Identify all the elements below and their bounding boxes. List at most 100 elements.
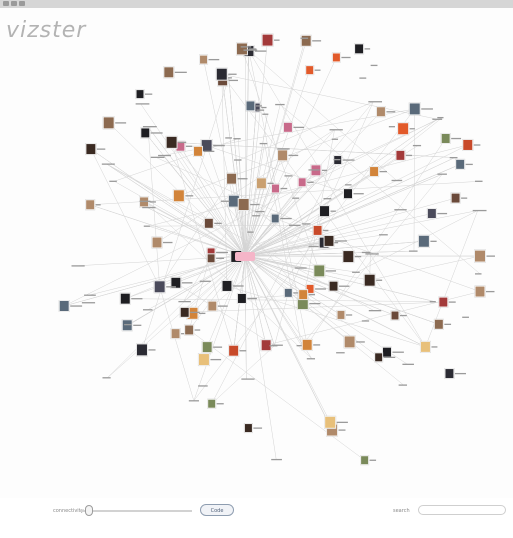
- graph-node[interactable]: [319, 205, 336, 218]
- graph-node[interactable]: [474, 249, 495, 263]
- graph-node[interactable]: [228, 344, 247, 357]
- graph-node[interactable]: [170, 276, 193, 289]
- graph-node[interactable]: [153, 280, 176, 294]
- graph-node[interactable]: [240, 46, 252, 48]
- graph-node[interactable]: [151, 236, 173, 249]
- graph-node[interactable]: [390, 310, 407, 321]
- graph-node[interactable]: [193, 145, 215, 157]
- graph-node[interactable]: [365, 253, 379, 255]
- graph-node[interactable]: [243, 423, 263, 434]
- graph-node[interactable]: [474, 285, 495, 298]
- graph-node[interactable]: [245, 100, 262, 112]
- graph-node[interactable]: [172, 189, 194, 203]
- graph-node[interactable]: [119, 292, 143, 305]
- graph-node[interactable]: [370, 64, 378, 67]
- graph-node[interactable]: [206, 253, 224, 264]
- graph-node[interactable]: [417, 234, 437, 248]
- graph-node[interactable]: [269, 345, 278, 347]
- graph-node[interactable]: [101, 163, 115, 165]
- graph-node[interactable]: [262, 113, 269, 115]
- graph-node[interactable]: [398, 384, 408, 386]
- graph-node[interactable]: [412, 144, 422, 147]
- graph-node[interactable]: [302, 223, 311, 225]
- graph-node[interactable]: [252, 215, 261, 217]
- graph-node[interactable]: [305, 65, 321, 76]
- graph-node[interactable]: [331, 138, 339, 140]
- graph-node[interactable]: [150, 156, 165, 158]
- graph-node[interactable]: [163, 66, 187, 79]
- search-input[interactable]: [418, 505, 506, 515]
- graph-node[interactable]: [360, 455, 377, 466]
- graph-node[interactable]: [277, 148, 290, 150]
- graph-node[interactable]: [426, 208, 448, 220]
- graph-node[interactable]: [297, 177, 314, 188]
- graph-node[interactable]: [352, 271, 360, 273]
- graph-node[interactable]: [261, 33, 280, 47]
- graph-node[interactable]: [143, 225, 150, 227]
- graph-node[interactable]: [220, 200, 230, 202]
- connectivity-slider-handle[interactable]: [84, 505, 93, 516]
- graph-node[interactable]: [241, 378, 255, 380]
- graph-node[interactable]: [282, 121, 304, 133]
- graph-node[interactable]: [374, 352, 396, 363]
- graph-node[interactable]: [301, 338, 321, 351]
- graph-node[interactable]: [124, 323, 132, 326]
- graph-node[interactable]: [336, 309, 353, 320]
- graph-node[interactable]: [455, 158, 473, 170]
- graph-node[interactable]: [359, 77, 367, 79]
- graph-node[interactable]: [388, 126, 395, 128]
- graph-node[interactable]: [294, 267, 307, 269]
- graph-node[interactable]: [395, 149, 413, 161]
- graph-node[interactable]: [277, 149, 299, 162]
- graph-node[interactable]: [188, 400, 199, 402]
- graph-node[interactable]: [234, 159, 242, 161]
- graph-node[interactable]: [142, 206, 156, 209]
- graph-node[interactable]: [135, 343, 156, 357]
- graph-canvas[interactable]: vizster: [0, 8, 513, 498]
- graph-node[interactable]: [342, 250, 362, 264]
- graph-node[interactable]: [135, 103, 150, 105]
- graph-node[interactable]: [462, 138, 481, 151]
- graph-node[interactable]: [368, 101, 383, 103]
- graph-node[interactable]: [402, 363, 414, 365]
- graph-node[interactable]: [199, 54, 220, 65]
- graph-node[interactable]: [397, 122, 415, 136]
- graph-node[interactable]: [270, 213, 292, 224]
- graph-node[interactable]: [233, 138, 241, 140]
- graph-node[interactable]: [336, 352, 345, 354]
- graph-node[interactable]: [306, 358, 316, 360]
- graph-node[interactable]: [85, 199, 101, 211]
- graph-node[interactable]: [408, 102, 433, 116]
- graph-node[interactable]: [379, 234, 388, 236]
- graph-node[interactable]: [71, 265, 85, 267]
- graph-node[interactable]: [225, 137, 232, 139]
- graph-node[interactable]: [102, 116, 127, 130]
- graph-node[interactable]: [221, 279, 244, 292]
- graph-node[interactable]: [329, 129, 343, 131]
- graph-node[interactable]: [256, 109, 265, 111]
- graph-node[interactable]: [312, 224, 329, 236]
- graph-node[interactable]: [237, 198, 260, 212]
- graph-node[interactable]: [440, 132, 462, 144]
- connectivity-slider-track[interactable]: [80, 510, 192, 512]
- graph-node[interactable]: [158, 154, 171, 157]
- graph-node[interactable]: [472, 209, 487, 212]
- graph-node[interactable]: [313, 264, 337, 278]
- graph-node[interactable]: [305, 283, 326, 294]
- graph-node[interactable]: [184, 324, 201, 336]
- graph-node[interactable]: [354, 43, 371, 55]
- graph-node[interactable]: [300, 37, 309, 39]
- graph-node[interactable]: [271, 458, 282, 461]
- graph-node[interactable]: [323, 198, 332, 200]
- graph-node[interactable]: [475, 180, 483, 182]
- graph-node[interactable]: [288, 224, 301, 226]
- graph-node[interactable]: [444, 368, 466, 380]
- graph-node[interactable]: [429, 301, 436, 303]
- graph-node[interactable]: [419, 340, 438, 353]
- graph-node[interactable]: [207, 398, 224, 409]
- graph-node[interactable]: [308, 245, 321, 248]
- graph-node[interactable]: [298, 289, 315, 301]
- graph-node[interactable]: [462, 316, 469, 318]
- graph-node[interactable]: [345, 184, 352, 186]
- graph-node[interactable]: [235, 42, 257, 56]
